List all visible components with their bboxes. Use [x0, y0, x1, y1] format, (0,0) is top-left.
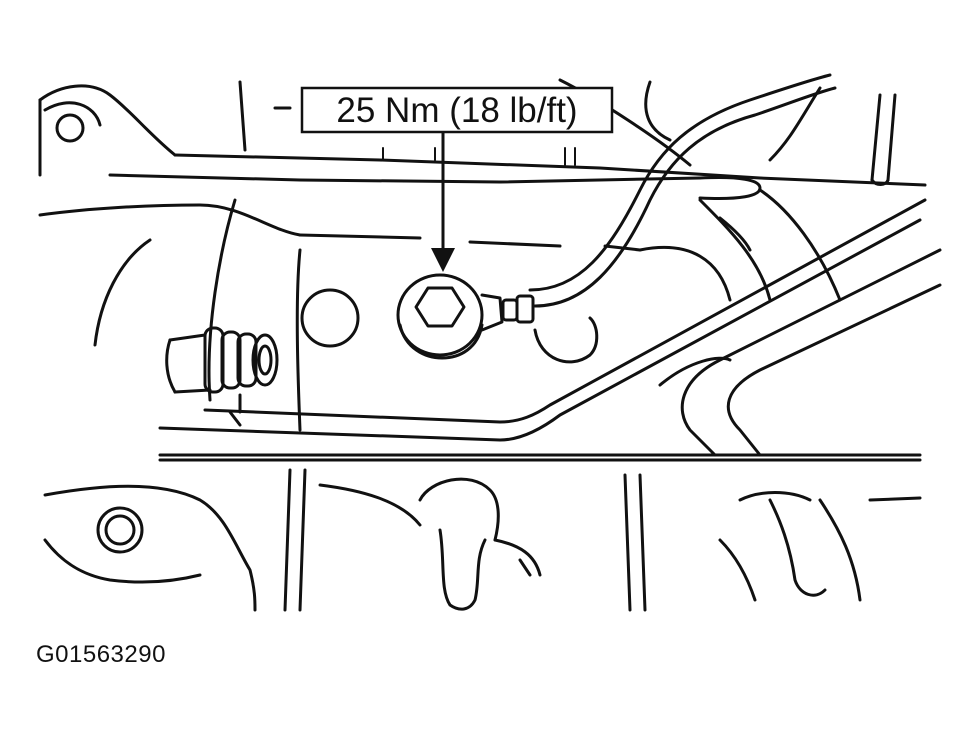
- hose-fitting: [165, 326, 279, 394]
- torque-label: 25 Nm (18 lb/ft): [336, 91, 577, 130]
- hex-bolt-icon: [414, 286, 466, 328]
- torque-callout: 25 Nm (18 lb/ft): [300, 86, 614, 272]
- lower-bolt-icon: [96, 506, 144, 554]
- figure-id: G01563290: [36, 641, 166, 668]
- sensor-wire: [528, 73, 837, 308]
- callout-box: [300, 86, 614, 134]
- middle-housing: [38, 188, 842, 432]
- lower-housing: [43, 468, 922, 612]
- knock-sensor: [396, 273, 535, 360]
- down-arrow-icon: [431, 248, 455, 272]
- diagonal-bracket: [158, 198, 942, 462]
